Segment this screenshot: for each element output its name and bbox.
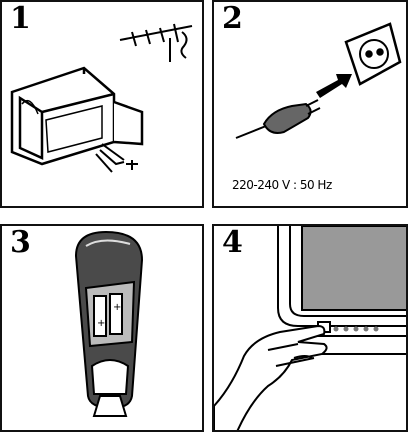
wall-socket-icon xyxy=(346,24,400,84)
step-panel-3: 3 + + xyxy=(0,224,204,432)
battery-cover-icon xyxy=(94,396,126,416)
svg-text:+: + xyxy=(113,302,121,313)
step-panel-2: 2 220-240 V : 50 Hz xyxy=(212,0,408,208)
hand-icon xyxy=(214,326,327,432)
step-panel-4: 4 xyxy=(212,224,408,432)
svg-text:+: + xyxy=(97,318,105,329)
tv-antenna-illustration xyxy=(2,2,204,208)
remote-control-icon: + + xyxy=(76,232,142,408)
antenna-icon xyxy=(120,24,192,62)
voltage-caption: 220-240 V : 50 Hz xyxy=(232,178,332,192)
cable-plug-icon xyxy=(96,144,138,172)
plug-icon xyxy=(236,100,320,138)
insert-arrow-icon xyxy=(316,74,352,98)
front-buttons xyxy=(334,327,379,332)
power-button-illustration xyxy=(214,226,408,432)
tv-icon xyxy=(12,68,142,164)
remote-battery-illustration: + + xyxy=(2,226,204,432)
step-panel-1: 1 xyxy=(0,0,204,208)
